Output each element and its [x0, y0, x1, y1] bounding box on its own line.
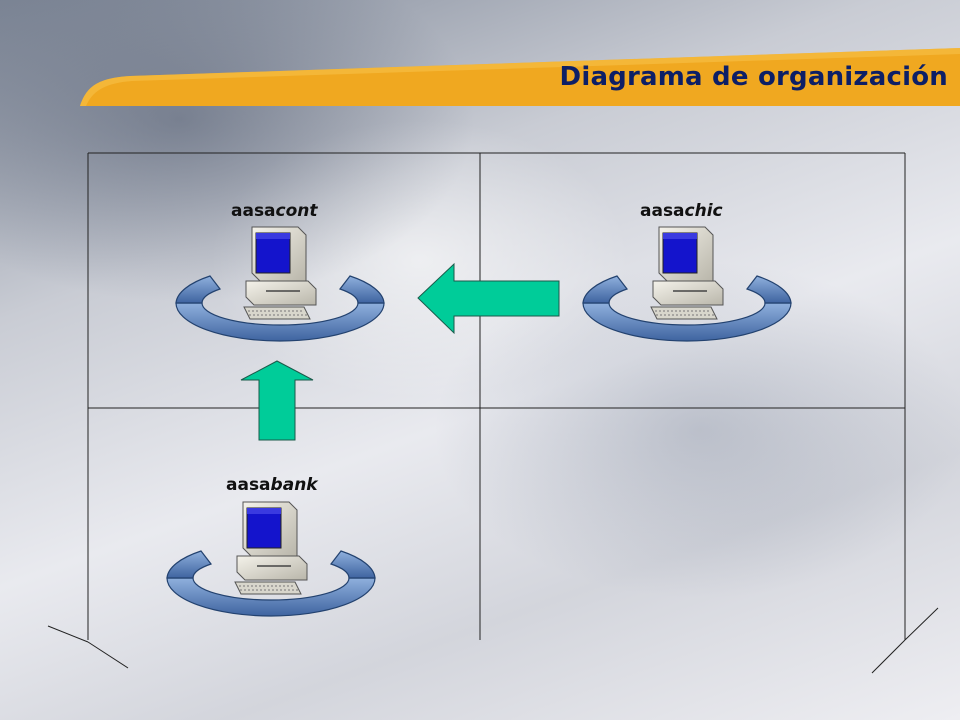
computer-icon [166, 501, 376, 617]
slide-title: Diagrama de organización [559, 62, 948, 92]
computer-icon [582, 226, 792, 342]
arrow-up-icon [240, 360, 314, 441]
grid-frame [47, 152, 939, 674]
title-band [80, 48, 960, 106]
node-label-chic: aasachic [640, 201, 723, 221]
node-label-cont: aasacont [231, 201, 318, 221]
node-label-bank: aasabank [226, 475, 318, 495]
computer-icon [175, 226, 385, 342]
arrow-left-icon [417, 262, 560, 335]
